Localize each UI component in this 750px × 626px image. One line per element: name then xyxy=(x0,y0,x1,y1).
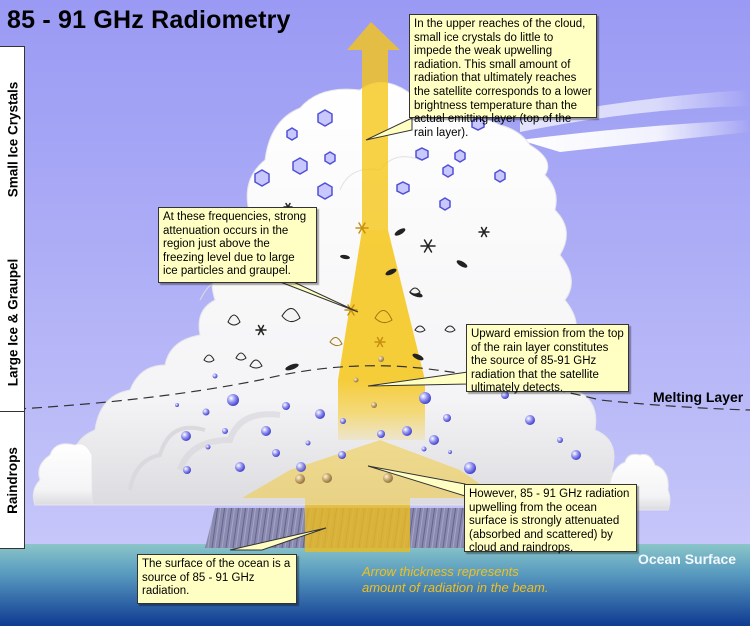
callout-ocean-source: The surface of the ocean is a source of … xyxy=(137,554,297,604)
melting-layer-label: Melting Layer xyxy=(653,389,744,405)
layer-label-raindrops: Raindrops xyxy=(5,446,21,514)
ice-crystals xyxy=(254,109,506,211)
callout-ocean-attenuated: However, 85 - 91 GHz radiation upwelling… xyxy=(464,484,637,554)
ocean xyxy=(0,544,750,626)
graupel xyxy=(285,228,468,371)
layer-label-large-ice: Large Ice & Graupel xyxy=(5,258,21,386)
raindrops-particles xyxy=(175,356,581,484)
layer-divider xyxy=(0,411,25,412)
large-ice xyxy=(203,287,456,369)
layer-sidebar: Small Ice Crystals Large Ice & Graupel R… xyxy=(0,46,25,549)
arrow-note: Arrow thickness represents amount of rad… xyxy=(362,564,549,595)
page-title: 85 - 91 GHz Radiometry xyxy=(7,6,291,34)
layer-label-small-ice: Small Ice Crystals xyxy=(5,81,21,198)
melting-layer-line xyxy=(0,365,750,411)
callout-rain-top: Upward emission from the top of the rain… xyxy=(466,324,629,394)
callout-attenuation: At these frequencies, strong attenuation… xyxy=(158,207,317,283)
ocean-surface-label: Ocean Surface xyxy=(638,551,737,567)
callout-upper-cloud: In the upper reaches of the cloud, small… xyxy=(409,14,597,139)
callout-pointers xyxy=(229,117,469,551)
cumulonimbus-cloud xyxy=(32,81,671,511)
